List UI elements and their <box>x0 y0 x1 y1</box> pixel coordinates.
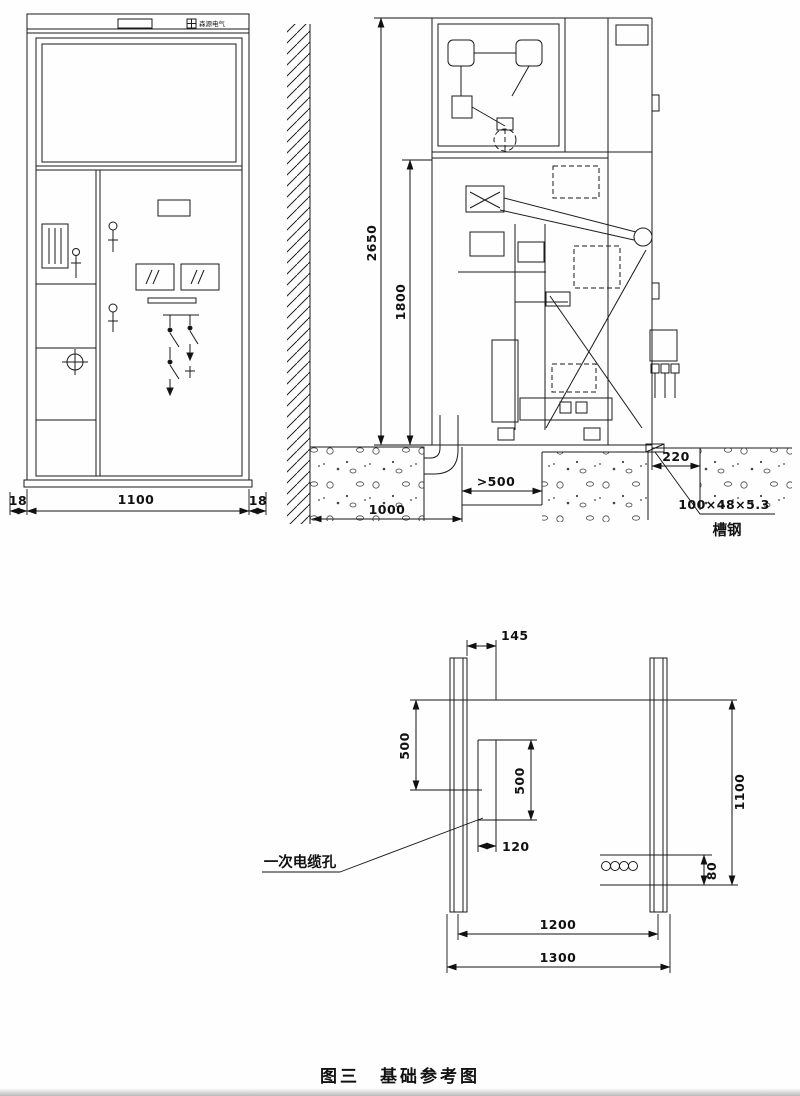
dim-label-2650: 2650 <box>364 225 379 262</box>
channel-steel-name: 槽钢 <box>713 521 742 539</box>
dim-label-120: 120 <box>502 839 530 854</box>
dim-220: 220 <box>651 445 701 470</box>
dim-label-80: 80 <box>704 862 719 880</box>
indicator-lamp-top <box>108 221 118 252</box>
front-instrument-box <box>615 24 649 46</box>
foundation-right <box>700 448 792 510</box>
dim-500-left: 500 <box>397 699 482 791</box>
wall-hatching <box>287 24 310 524</box>
channel-steel-leader <box>654 451 775 515</box>
dim-1100: 1100 <box>728 699 747 886</box>
dim-1800: 1800 <box>393 159 432 446</box>
label-window-left <box>135 263 175 291</box>
scan-edge-artifact <box>0 1088 800 1096</box>
dim-500-inner: 500 <box>478 739 537 821</box>
upper-door-panel <box>41 43 237 163</box>
channel-steel-spec: 100×48×5.3 <box>678 497 770 512</box>
dim-label-220: 220 <box>662 449 690 464</box>
dim-label-18-right: 18 <box>249 493 267 508</box>
dim-label-1100-plan: 1100 <box>732 774 747 811</box>
cable-hole-callout: 一次电缆孔 <box>262 817 484 873</box>
dim-label-1800: 1800 <box>393 284 408 321</box>
dim-label-500-left: 500 <box>397 732 412 760</box>
cable-hole-label: 一次电缆孔 <box>264 853 337 871</box>
cabinet-base <box>23 479 253 488</box>
cabinet-outline <box>26 13 250 481</box>
dim-120: 120 <box>477 839 530 854</box>
dim-2650: 2650 <box>364 17 432 446</box>
dim-label-gt500: >500 <box>477 474 516 489</box>
vent-grille <box>41 223 69 269</box>
dim-1300: 1300 <box>446 914 671 973</box>
cable-bundle-circles <box>601 861 638 871</box>
brand-text: 森源电气 <box>199 19 226 28</box>
dim-trench-width: >500 <box>461 474 543 495</box>
dim-label-1100: 1100 <box>118 492 155 507</box>
channel-rail-left <box>449 657 468 913</box>
busbar-compartment <box>431 17 566 153</box>
foundation-left <box>310 447 424 521</box>
dim-label-1200: 1200 <box>540 917 577 932</box>
cabinet-front-view: 森源电气 <box>9 13 267 515</box>
cabinet-side-view: 100×48×5.3 槽钢 2650 1800 220 >500 1000 <box>287 17 792 539</box>
dim-80: 80 <box>700 854 719 886</box>
dim-label-1000: 1000 <box>369 502 406 517</box>
dim-label-145: 145 <box>501 628 529 643</box>
dim-1000: 1000 <box>311 502 463 523</box>
door-frame <box>35 37 243 477</box>
breaker-compartment <box>458 165 680 441</box>
dim-label-500-inner: 500 <box>512 767 527 795</box>
door-handle-upper <box>651 94 660 112</box>
door-handle-lower <box>651 282 660 300</box>
operating-handle <box>62 349 88 375</box>
wiring-diagram-symbol <box>163 314 199 397</box>
dim-145: 145 <box>466 628 529 700</box>
figure-caption: 图三 基础参考图 <box>320 1066 480 1087</box>
dim-label-18-left: 18 <box>9 493 27 508</box>
dim-label-1300: 1300 <box>540 950 577 965</box>
indicator-lamp-bottom <box>108 303 118 332</box>
indicator-device-left <box>71 248 81 278</box>
foundation-plan-view: 145 500 500 1100 120 <box>262 628 747 973</box>
meter-window <box>157 199 191 217</box>
primary-cable-hole <box>477 740 497 852</box>
pull-bar <box>147 297 197 304</box>
nameplate <box>117 18 153 29</box>
label-window-right <box>180 263 220 291</box>
channel-rail-right <box>649 657 668 913</box>
foundation-middle <box>542 452 648 522</box>
dim-1200: 1200 <box>457 914 659 940</box>
dim-front-width: 18 1100 18 <box>9 489 267 515</box>
brand-logo-icon <box>186 18 197 29</box>
